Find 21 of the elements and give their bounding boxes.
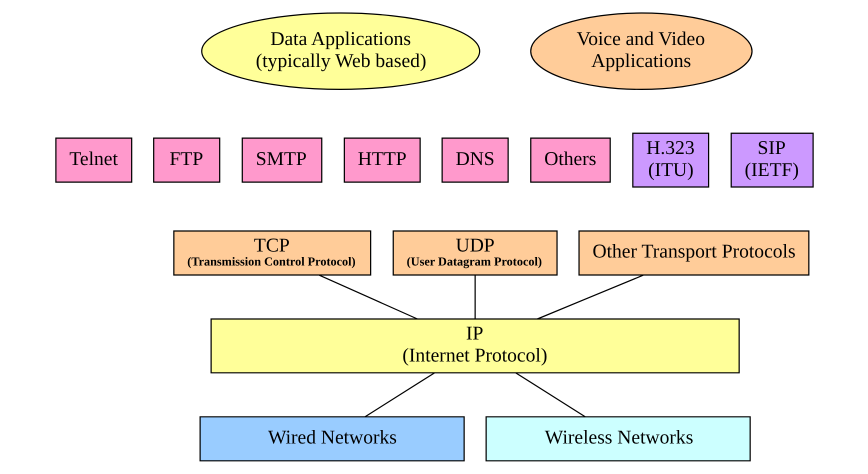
- node-box: FTP: [152, 138, 220, 183]
- node-box: IP (Internet Protocol): [210, 318, 740, 374]
- node-box: Wireless Networks: [485, 416, 750, 462]
- node-box: UDP (User Datagram Protocol): [392, 230, 558, 276]
- node-box: TCP (Transmission Control Protocol): [172, 230, 371, 276]
- connector: [474, 275, 476, 319]
- node-box: H.323 (ITU): [632, 132, 709, 188]
- node-ellipse: Data Applications (typically Web based): [200, 12, 480, 90]
- node-box: DNS: [441, 138, 508, 183]
- node-box: SMTP: [241, 138, 322, 183]
- node-box: Wired Networks: [199, 416, 464, 462]
- node-box: Others: [530, 138, 610, 183]
- connector: [318, 274, 418, 320]
- node-box: Telnet: [54, 138, 132, 183]
- node-ellipse: Voice and Video Applications: [530, 12, 752, 90]
- node-box: Other Transport Protocols: [578, 230, 809, 276]
- node-box: SIP (IETF): [730, 132, 814, 188]
- connector: [364, 372, 434, 418]
- connector: [536, 274, 643, 320]
- connector: [514, 372, 585, 418]
- node-box: HTTP: [343, 138, 420, 183]
